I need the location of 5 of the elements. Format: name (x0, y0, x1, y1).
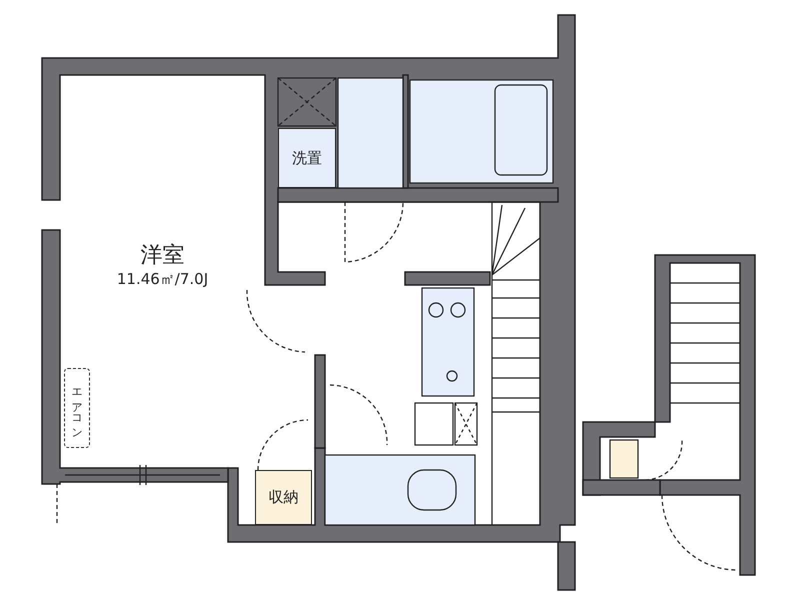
room-size-label: 11.46㎡/7.0J (116, 270, 208, 289)
room-name: 洋室 (140, 242, 184, 270)
air-conditioner-box: エアコン (64, 368, 90, 448)
storage-closet: 収納 (255, 470, 312, 525)
washer-space: 洗置 (278, 128, 336, 188)
